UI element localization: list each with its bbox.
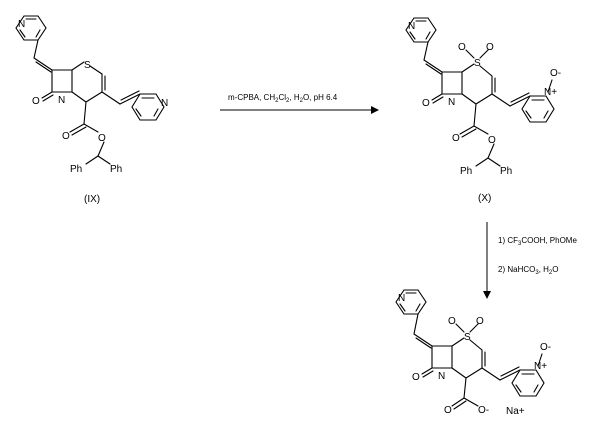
x-atom-n-pyridine-top: N xyxy=(408,21,415,32)
arrow-2-step-1: 1) CF3COOH, PhOMe xyxy=(498,236,577,247)
ix-caption: (IX) xyxy=(84,194,100,205)
ix-phenyl-left: Ph xyxy=(70,164,82,175)
ix-phenyl-right: Ph xyxy=(110,164,122,175)
x-atom-o-lactam: O xyxy=(422,98,430,109)
product-atom-o-lactam: O xyxy=(412,372,420,383)
product-atom-s: S xyxy=(464,332,471,343)
x-phenyl-left: Ph xyxy=(460,166,472,177)
compound-ix-structure xyxy=(15,15,165,165)
ix-atom-n-pyridine-right: N xyxy=(161,98,168,109)
ix-atom-n-pyridine-top: N xyxy=(18,19,25,30)
x-atom-s: S xyxy=(474,58,481,69)
x-atom-o-sulfone-left: O xyxy=(458,42,466,53)
product-atom-o-sulfone-right: O xyxy=(476,316,484,327)
product-atom-o-carboxylate: O xyxy=(444,405,452,416)
compound-x-structure xyxy=(405,17,555,167)
x-caption: (X) xyxy=(478,193,491,204)
product-atom-n-pyridine-top: N xyxy=(398,293,405,304)
ix-atom-o-ester-carbonyl: O xyxy=(62,131,70,142)
product-atom-o-carboxylate-minus: O- xyxy=(478,405,489,416)
ix-atom-s: S xyxy=(84,60,91,71)
product-atom-n-oxide: N+ xyxy=(534,361,547,372)
product-atom-n-lactam: N xyxy=(438,371,445,382)
arrow-2-step-2: 2) NaHCO3, H2O xyxy=(498,265,559,276)
product-structure xyxy=(395,289,545,410)
x-atom-o-sulfone-right: O xyxy=(486,42,494,53)
product-atom-o-sulfone-left: O xyxy=(448,316,456,327)
ix-atom-o-lactam: O xyxy=(32,96,40,107)
x-phenyl-right: Ph xyxy=(500,166,512,177)
product-atom-o-oxide: O- xyxy=(540,342,551,353)
x-atom-o-oxide: O- xyxy=(550,68,561,79)
product-counterion: Na+ xyxy=(506,406,525,417)
x-atom-n-lactam: N xyxy=(448,97,455,108)
ix-atom-n-lactam: N xyxy=(58,95,65,106)
x-atom-o-ester-carbonyl: O xyxy=(452,133,460,144)
x-atom-n-oxide: N+ xyxy=(544,87,557,98)
ix-atom-o-ester: O xyxy=(98,133,106,144)
arrow-1-conditions: m-CPBA, CH2Cl2, H2O, pH 6.4 xyxy=(228,93,338,104)
x-atom-o-ester: O xyxy=(488,135,496,146)
